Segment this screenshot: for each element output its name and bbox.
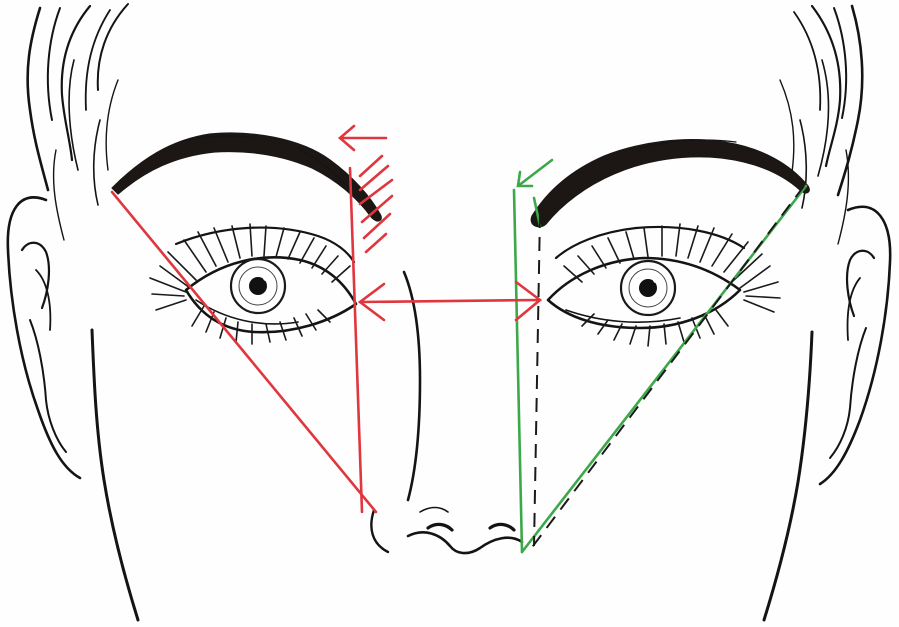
red-vertical-line: [350, 168, 362, 512]
green-guides: [514, 160, 806, 552]
red-guides: [112, 126, 392, 512]
jaw-left: [92, 330, 138, 620]
eye-right: [548, 224, 780, 346]
highlight-right: [653, 277, 659, 283]
ear-left: [8, 197, 80, 478]
green-diagonal-line: [522, 186, 806, 552]
nose: [371, 272, 522, 553]
eyebrow-left: [112, 133, 381, 221]
ear-right: [820, 207, 890, 484]
hair-left: [28, 4, 128, 240]
highlight-left: [263, 275, 269, 281]
green-left-arrow-icon: [518, 160, 552, 186]
eye-left: [150, 224, 356, 344]
eyebrow-right: [531, 140, 809, 227]
double-headed-arrow-icon: [360, 282, 540, 320]
red-left-arrow-icon: [340, 126, 386, 150]
green-vertical-line: [514, 190, 522, 552]
red-diagonal-line: [112, 192, 376, 512]
jaw-right: [764, 332, 812, 620]
dashed-vertical-line: [534, 214, 540, 546]
